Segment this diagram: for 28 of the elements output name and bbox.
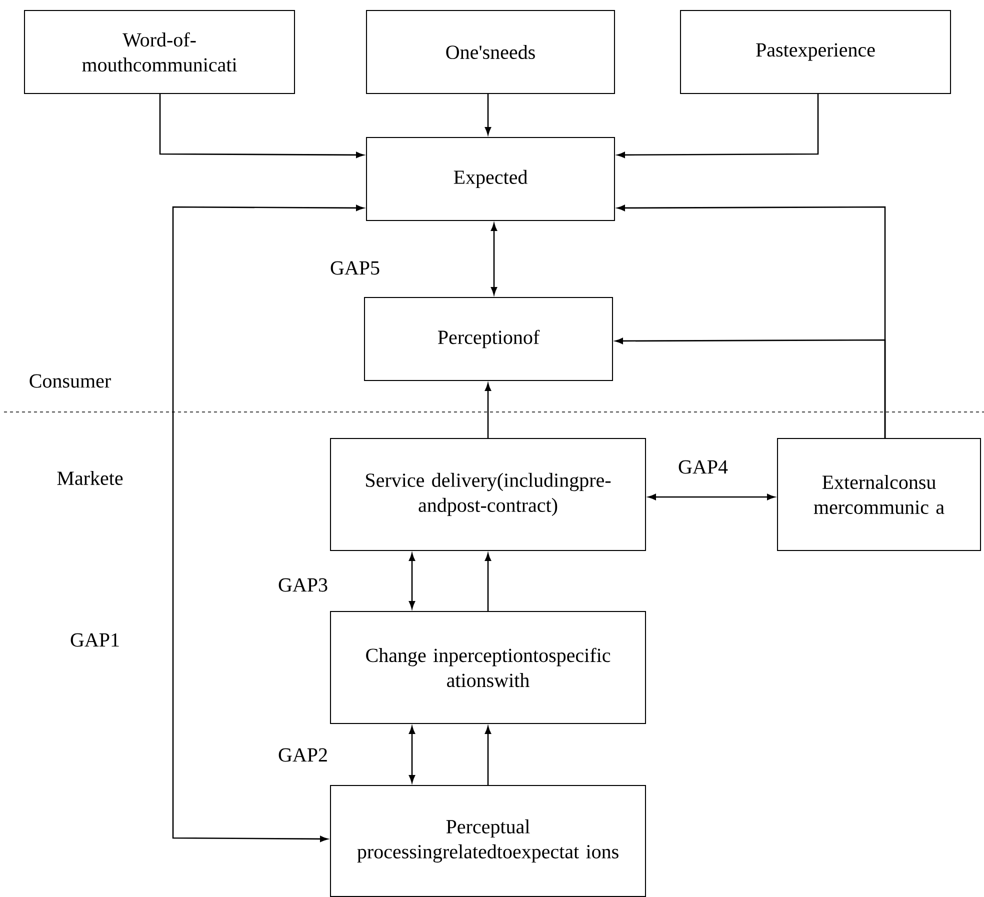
arrow	[484, 726, 492, 785]
arrow	[617, 94, 819, 158]
text-box: Externalconsu mercommunic a	[777, 438, 981, 551]
region-label: Markete	[57, 470, 123, 486]
text-box: Expected	[366, 137, 615, 221]
arrow	[484, 553, 492, 611]
arrow	[408, 726, 416, 783]
text-box: One'sneeds	[366, 10, 615, 94]
region-label: Consumer	[30, 374, 111, 388]
region-label: GAP4	[678, 460, 728, 474]
region-label: GAP5	[330, 261, 380, 275]
text-box: Word-of- mouthcommunicati	[24, 10, 295, 94]
arrow	[172, 204, 364, 842]
text-box: Perceptionof	[364, 297, 613, 381]
text-box: Change inperceptiontospecific ationswith	[330, 611, 646, 724]
region-label: GAP2	[278, 748, 327, 762]
arrow	[490, 223, 498, 295]
text-box: Pastexperience	[680, 10, 952, 94]
region-label: GAP1	[70, 633, 119, 647]
text-box: Service delivery(includingpre- andpost-contract)	[330, 438, 646, 551]
arrow	[648, 494, 775, 500]
arrow	[159, 94, 364, 158]
arrow	[615, 338, 886, 438]
arrow	[484, 383, 492, 438]
region-label: GAP3	[278, 578, 328, 592]
arrow	[484, 94, 492, 135]
text-box: Perceptual processingrelatedtoexpectat ions	[330, 785, 646, 897]
arrow	[408, 553, 416, 609]
